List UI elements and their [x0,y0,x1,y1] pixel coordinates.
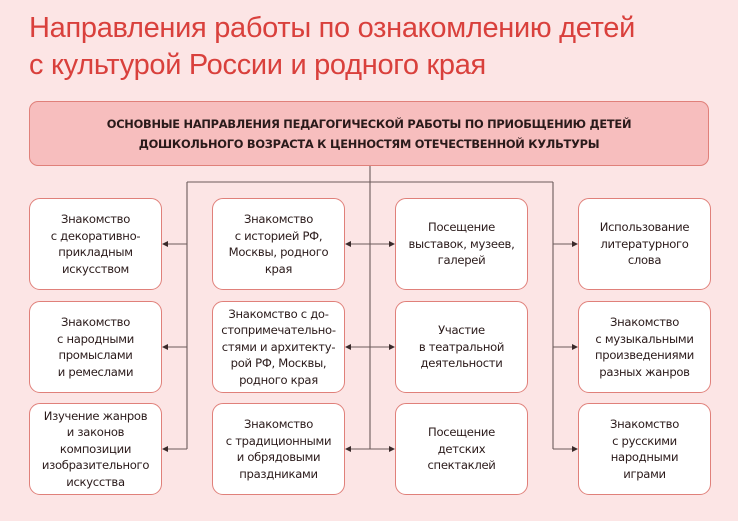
card-text-line: Использование [599,220,690,235]
page-title-line-1: Направления работы по ознакомлению детей [29,12,635,44]
card-text-line: искусства [66,474,125,489]
page-title-line-2: с культурой России и родного края [29,49,486,81]
card-text-line: с декоративно- [50,228,141,243]
card-text-line: композиции [59,441,132,456]
card-text-line: Знакомство с до- [228,306,329,321]
card-folk-games: Знакомство с русскими народными играми [578,403,711,495]
header-box-main-directions: ОСНОВНЫЕ НАПРАВЛЕНИЯ ПЕДАГОГИЧЕСКОЙ РАБО… [29,101,709,166]
card-folk-crafts: Знакомство с народными промыслами и реме… [29,301,162,393]
card-text-line: родного края [239,372,318,387]
card-literary-word: Использование литературного слова [578,198,711,290]
card-text-line: стопримечательно- [221,323,336,338]
card-text-line: произведениями [594,348,695,362]
card-history: Знакомство с историей РФ, Москвы, родног… [212,198,345,290]
card-text-line: литературного [600,236,689,251]
card-text-line: с русскими [612,433,677,448]
card-text-line: Знакомство [243,417,313,431]
card-text-line: с традиционными [225,433,332,448]
card-text-line: стями и архитекту- [221,339,336,354]
page-title: Направления работы по ознакомлению детей… [29,10,729,84]
card-text-line: Знакомство [609,315,679,329]
card-text-line: Знакомство [60,212,130,226]
card-music-works: Знакомство с музыкальными произведениями… [578,301,711,393]
card-exhibitions-museums: Посещение выставок, музеев, галерей [395,198,528,290]
card-text-line: изобразительного [41,458,150,473]
card-traditional-holidays: Знакомство с традиционными и обрядовыми … [212,403,345,495]
card-fine-art-genres: Изучение жанров и законов композиции изо… [29,403,162,495]
card-text-line: промыслами [58,348,133,362]
card-landmarks-architecture: Знакомство с до- стопримечательно- стями… [212,301,345,393]
card-text-line: и обрядовыми [236,450,321,464]
card-text-line: Знакомство [609,417,679,431]
card-text-line: Знакомство [243,212,313,226]
card-text-line: Посещение [428,220,495,235]
card-text-line: праздниками [239,466,318,481]
card-text-line: с историей РФ, [234,228,323,243]
card-text-line: края [264,261,293,276]
card-text-line: играми [623,466,666,481]
card-text-line: слова [627,253,662,268]
card-text-line: выставок, музеев, [408,236,515,251]
card-text-line: Посещение [428,425,495,440]
card-text-line: рой РФ, Москвы, [230,356,327,371]
card-text-line: Участие [438,323,485,338]
card-text-line: с музыкальными [595,331,694,346]
card-text-line: спектаклей [427,458,496,473]
card-theatre-activity: Участие в театральной деятельности [395,301,528,393]
header-box-line-1: ОСНОВНЫЕ НАПРАВЛЕНИЯ ПЕДАГОГИЧЕСКОЙ РАБО… [106,116,632,131]
card-text-line: разных жанров [599,364,690,379]
card-text-line: и ремеслами [57,364,134,379]
card-text-line: деятельности [420,356,503,371]
card-text-line: прикладным [58,245,133,259]
card-text-line: Москвы, родного [228,245,329,259]
card-text-line: детских [437,441,486,456]
card-text-line: искусством [62,261,129,276]
card-children-performances: Посещение детских спектаклей [395,403,528,495]
card-text-line: и законов [66,425,125,440]
card-text-line: в театральной [418,339,505,354]
card-text-line: галерей [437,253,486,268]
card-decorative-applied-art: Знакомство с декоративно- прикладным иск… [29,198,162,290]
card-text-line: с народными [57,331,134,346]
card-text-line: Знакомство [60,315,130,329]
card-text-line: Изучение жанров [43,408,148,423]
header-box-line-2: ДОШКОЛЬНОГО ВОЗРАСТА К ЦЕННОСТЯМ ОТЕЧЕСТ… [138,136,600,151]
card-text-line: народными [610,450,679,464]
